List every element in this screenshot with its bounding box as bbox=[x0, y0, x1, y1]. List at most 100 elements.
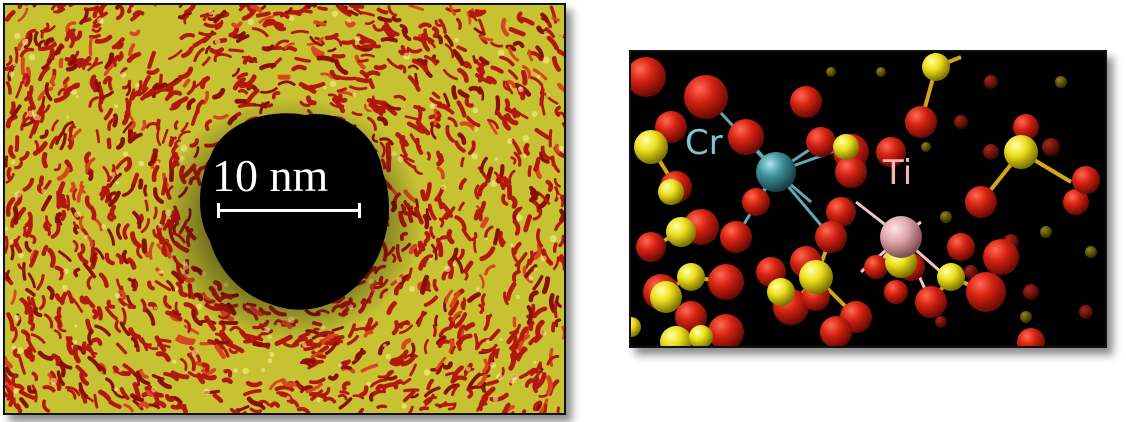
surface-texture-stroke bbox=[66, 336, 75, 356]
surface-texture-stroke bbox=[540, 145, 551, 161]
surface-texture-stroke bbox=[508, 352, 516, 371]
surface-texture-stroke bbox=[179, 32, 195, 41]
surface-texture-stroke bbox=[262, 18, 276, 28]
surface-texture-stroke bbox=[87, 355, 102, 372]
surface-texture-stroke bbox=[434, 19, 442, 27]
surface-texture-stroke bbox=[402, 390, 416, 403]
surface-highlight bbox=[515, 214, 523, 222]
surface-highlight bbox=[472, 107, 479, 114]
surface-texture-stroke bbox=[486, 75, 497, 85]
surface-texture-stroke bbox=[22, 226, 27, 237]
oxygen-atom bbox=[806, 127, 836, 157]
surface-texture-stroke bbox=[251, 27, 269, 38]
surface-texture-stroke bbox=[490, 65, 504, 74]
surface-texture-stroke bbox=[549, 156, 556, 167]
surface-texture-stroke bbox=[130, 336, 139, 348]
surface-texture-stroke bbox=[516, 261, 521, 274]
surface-texture-stroke bbox=[429, 97, 442, 105]
surface-texture-stroke bbox=[90, 206, 97, 221]
surface-texture-stroke bbox=[533, 156, 541, 172]
surface-highlight bbox=[172, 359, 177, 364]
surface-texture-stroke bbox=[507, 79, 516, 89]
atoms bbox=[631, 53, 1100, 346]
surface-texture-stroke bbox=[111, 37, 125, 50]
scale-bar bbox=[217, 203, 361, 218]
silicon-atom bbox=[689, 325, 713, 346]
surface-highlight bbox=[506, 138, 513, 145]
surface-highlight bbox=[557, 194, 561, 198]
surface-texture-stroke bbox=[437, 339, 450, 349]
surface-highlight bbox=[12, 62, 17, 67]
surface-highlight bbox=[286, 395, 291, 401]
surface-texture-stroke bbox=[96, 81, 102, 93]
surface-texture-stroke bbox=[529, 190, 537, 203]
surface-texture-stroke bbox=[170, 370, 190, 380]
surface-highlight bbox=[114, 104, 118, 109]
surface-texture-stroke bbox=[401, 377, 412, 385]
surface-texture-stroke bbox=[27, 385, 37, 394]
surface-texture-stroke bbox=[107, 117, 117, 131]
surface-texture-stroke bbox=[58, 57, 64, 69]
surface-texture-stroke bbox=[151, 374, 165, 381]
oxygen-atom bbox=[684, 75, 728, 119]
surface-texture-stroke bbox=[5, 235, 9, 254]
surface-texture-stroke bbox=[98, 389, 112, 402]
surface-texture-stroke bbox=[516, 346, 526, 362]
surface-texture-stroke bbox=[163, 371, 180, 382]
surface-texture-stroke bbox=[63, 83, 80, 96]
surface-highlight bbox=[454, 37, 459, 43]
surface-texture-stroke bbox=[126, 51, 142, 64]
surface-texture-stroke bbox=[488, 121, 498, 135]
surface-highlight bbox=[531, 111, 538, 117]
surface-texture-stroke bbox=[387, 5, 398, 17]
surface-texture-stroke bbox=[451, 85, 458, 100]
surface-texture-stroke bbox=[42, 104, 51, 114]
surface-texture-stroke bbox=[246, 5, 258, 13]
oxygen-atom bbox=[915, 286, 947, 318]
surface-texture-stroke bbox=[238, 5, 249, 12]
surface-texture-stroke bbox=[155, 351, 171, 363]
surface-texture-stroke bbox=[462, 297, 466, 311]
surface-highlight bbox=[541, 255, 547, 262]
surface-texture-stroke bbox=[518, 368, 534, 380]
surface-texture-stroke bbox=[58, 250, 72, 262]
surface-texture-stroke bbox=[236, 411, 247, 413]
surface-highlight bbox=[346, 18, 351, 23]
surface-highlight bbox=[5, 226, 8, 231]
surface-texture-stroke bbox=[11, 235, 21, 249]
surface-texture-stroke bbox=[463, 61, 472, 69]
surface-texture-stroke bbox=[333, 36, 343, 47]
surface-texture-stroke bbox=[532, 208, 543, 221]
surface-texture-stroke bbox=[10, 104, 22, 120]
oxygen-atom bbox=[965, 186, 997, 218]
surface-texture-stroke bbox=[106, 299, 116, 309]
surface-texture-stroke bbox=[115, 342, 128, 355]
surface-texture-stroke bbox=[23, 31, 33, 50]
surface-highlight bbox=[533, 360, 537, 364]
surface-highlight bbox=[27, 110, 34, 117]
surface-texture-stroke bbox=[391, 15, 402, 23]
surface-highlight bbox=[510, 243, 514, 247]
surface-texture-stroke bbox=[517, 333, 530, 352]
surface-texture-stroke bbox=[41, 58, 53, 70]
surface-texture-stroke bbox=[59, 291, 68, 305]
surface-texture-stroke bbox=[400, 354, 417, 367]
surface-texture-stroke bbox=[37, 86, 54, 101]
surface-texture-stroke bbox=[503, 291, 509, 306]
surface-texture-stroke bbox=[88, 96, 99, 108]
surface-texture-stroke bbox=[255, 11, 271, 18]
surface-texture-stroke bbox=[232, 31, 246, 39]
surface-texture-stroke bbox=[119, 387, 130, 401]
surface-texture-stroke bbox=[532, 275, 544, 291]
surface-texture-stroke bbox=[32, 141, 48, 156]
surface-texture-stroke bbox=[419, 406, 430, 411]
surface-texture-stroke bbox=[554, 143, 561, 154]
surface-texture-stroke bbox=[488, 349, 499, 366]
surface-texture-stroke bbox=[91, 253, 97, 266]
surface-texture-stroke bbox=[24, 211, 33, 228]
surface-texture-stroke bbox=[128, 327, 142, 340]
surface-texture-stroke bbox=[543, 404, 547, 413]
surface-texture-stroke bbox=[467, 140, 476, 155]
silicon-atom-background bbox=[1085, 246, 1097, 258]
surface-texture-stroke bbox=[9, 101, 16, 115]
